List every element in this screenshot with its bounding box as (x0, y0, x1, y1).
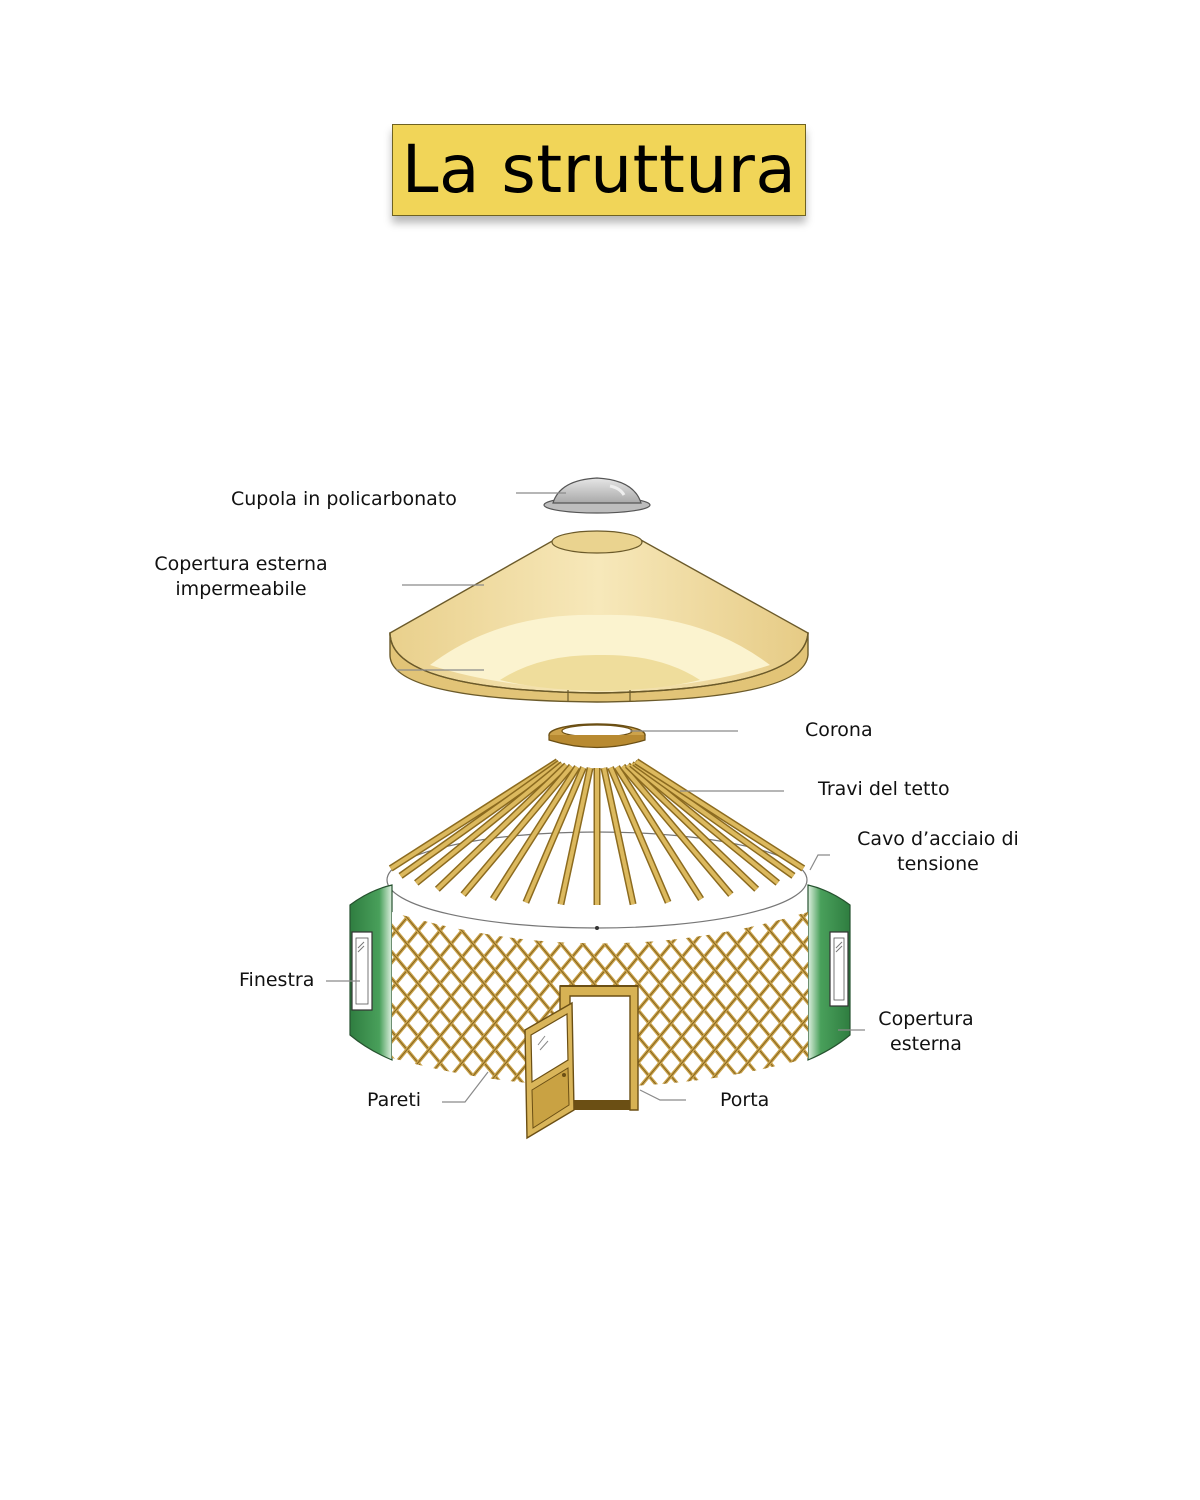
lattice-slat-edge (669, 912, 808, 1087)
label-roof-cover-line1: Copertura esterna (154, 553, 328, 575)
label-rafters: Travi del tetto (818, 778, 950, 800)
rafter (630, 762, 780, 885)
door-icon (524, 985, 639, 1140)
leader-door (639, 1089, 686, 1101)
label-wall-cover-line2: esterna (890, 1033, 962, 1055)
rafter (414, 762, 564, 885)
lattice-slat (142, 890, 342, 1130)
lattice-slat (142, 890, 342, 1130)
roof-cover-icon (389, 530, 809, 703)
rafter (601, 767, 636, 905)
rafter (635, 759, 805, 871)
wall-cover-left-icon (349, 884, 393, 1061)
lattice-slat (978, 890, 1178, 1130)
lattice-slat-edge (691, 912, 808, 1087)
lattice-slat-edge (647, 912, 808, 1087)
label-dome: Cupola in policarbonato (231, 488, 457, 510)
rafters-icon (388, 758, 806, 906)
lattice-slat-edge (735, 912, 808, 1087)
lattice-slat-edge (956, 890, 1156, 1130)
label-roof-cover: Copertura esterna impermeabile (141, 552, 341, 602)
lattice-slat (120, 890, 320, 1130)
lattice-slat (956, 890, 1156, 1130)
leader-lines (326, 492, 865, 1103)
label-cable: Cavo d’acciaio di tensione (846, 827, 1030, 877)
rafter (524, 766, 586, 904)
lattice-slat (164, 890, 364, 1130)
rafter (608, 766, 670, 904)
label-window: Finestra (239, 969, 315, 991)
page-title: La struttura (401, 131, 797, 208)
title-box: La struttura (392, 124, 806, 216)
lattice-slat-edge (956, 890, 1156, 1130)
rafter (389, 759, 559, 871)
lattice-slat-edge (757, 912, 808, 1087)
lattice-slat-edge (142, 890, 342, 1130)
wall-cover-right-icon (807, 884, 851, 1061)
lattice-slat-edge (164, 890, 364, 1130)
label-roof-cover-line2: impermeabile (175, 578, 307, 600)
label-door: Porta (720, 1089, 770, 1111)
lattice-slat-edge (978, 890, 1178, 1130)
lattice-slat-edge (713, 912, 808, 1087)
lattice-slat-edge (120, 890, 320, 1130)
label-cable-line2: tensione (897, 853, 979, 875)
rafter (399, 761, 561, 878)
rafter (620, 764, 733, 896)
lattice-slat-edge (978, 890, 1178, 1130)
rafter (461, 764, 574, 896)
lattice-slat (978, 890, 1178, 1130)
rafter (626, 763, 759, 891)
label-crown: Corona (805, 719, 873, 741)
label-walls: Pareti (367, 1089, 422, 1111)
lattice-slat (120, 890, 320, 1130)
lattice-slat-edge (164, 890, 364, 1130)
crown-icon (548, 723, 646, 749)
label-cable-line1: Cavo d’acciaio di (857, 828, 1019, 850)
lattice-slat (164, 890, 364, 1130)
rafter (435, 763, 568, 891)
rafter (615, 765, 703, 901)
leader-walls (442, 1071, 489, 1103)
lattice-slat-edge (142, 890, 342, 1130)
leader-cable (809, 854, 830, 871)
label-wall-cover-line1: Copertura (878, 1008, 974, 1030)
dome-icon (543, 477, 651, 514)
lattice-slat-edge (120, 890, 320, 1130)
label-wall-cover: Copertura esterna (866, 1007, 986, 1057)
rafter (491, 765, 579, 901)
lattice-slat (956, 890, 1156, 1130)
rafter (558, 767, 593, 905)
rafter (633, 761, 795, 878)
